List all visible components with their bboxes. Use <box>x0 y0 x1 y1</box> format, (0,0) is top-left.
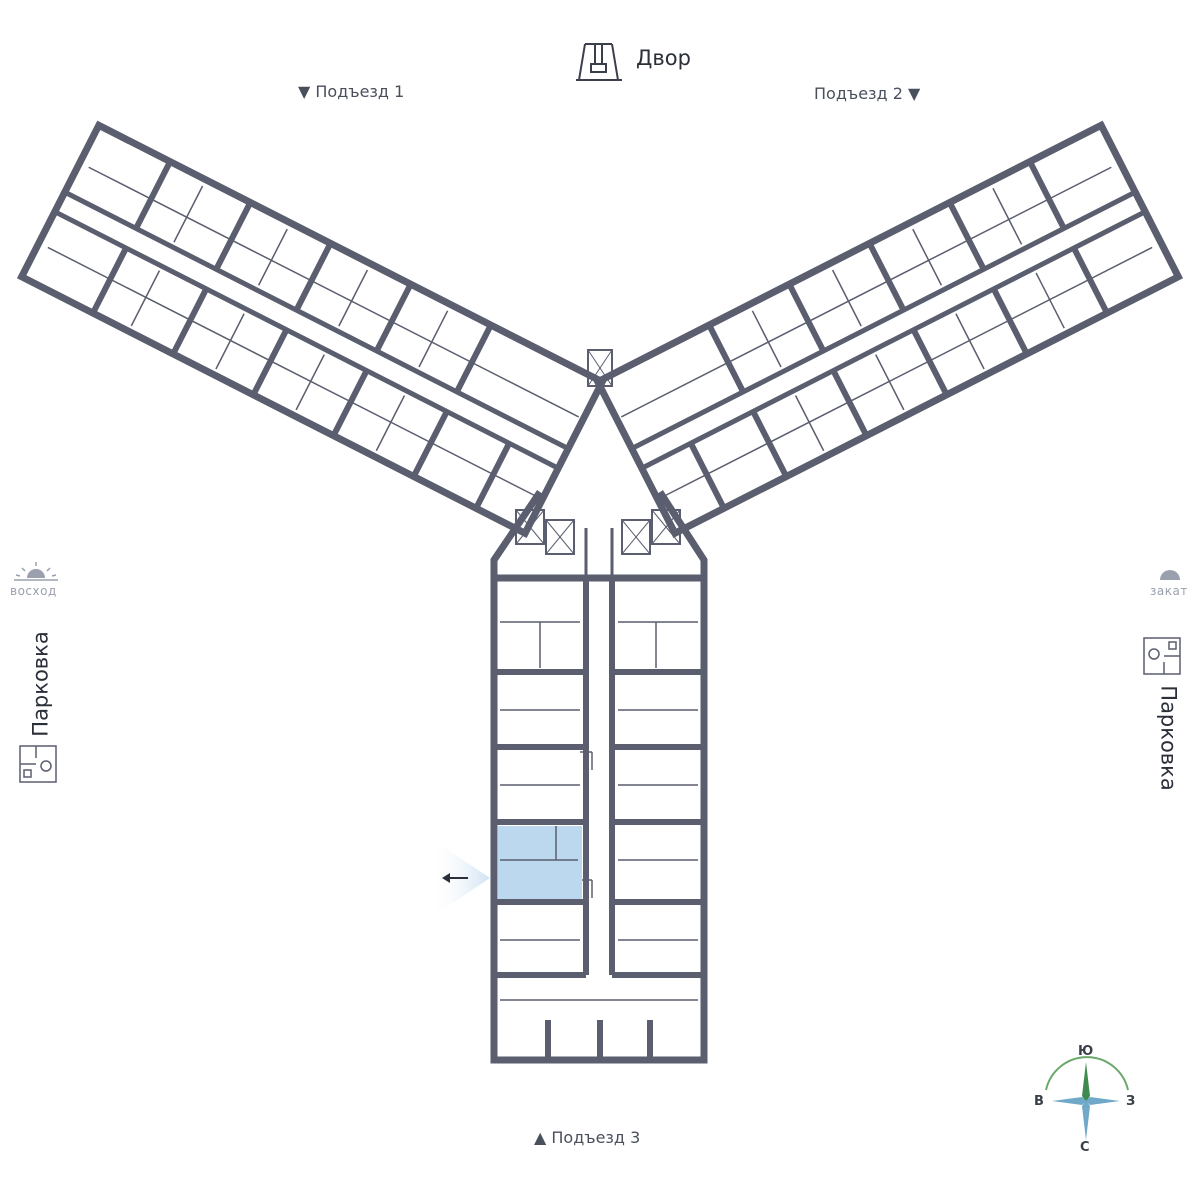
wing-upper-right <box>593 120 1184 538</box>
entrance-2-label: Подъезд 2 ▼ <box>814 84 921 103</box>
entrance-3-label: ▲ Подъезд 3 <box>534 1128 641 1147</box>
selected-apartment[interactable] <box>498 826 582 899</box>
parking-right-label: Парковка <box>1156 685 1181 791</box>
compass-south-label: Ю <box>1078 1044 1094 1059</box>
parking-icon <box>1143 637 1181 675</box>
compass-north-label: С <box>1080 1140 1090 1155</box>
entrance-1-label: ▼ Подъезд 1 <box>298 82 405 101</box>
compass-icon <box>1045 1056 1129 1140</box>
playground-icon <box>576 43 622 81</box>
parking-icon <box>19 745 57 783</box>
wing-bottom <box>490 574 708 1064</box>
wing-upper-left <box>16 120 607 538</box>
parking-left-label: Парковка <box>28 631 53 737</box>
sunrise-label: восход <box>10 584 57 598</box>
compass-east-label: В <box>1034 1094 1044 1109</box>
compass-west-label: З <box>1126 1094 1136 1109</box>
central-hub <box>490 349 708 578</box>
sunrise-icon <box>14 562 58 581</box>
sunset-label: закат <box>1150 584 1188 598</box>
view-direction-arrow-icon <box>430 838 490 918</box>
yard-label: Двор <box>636 46 691 70</box>
sunset-icon <box>1160 570 1180 580</box>
